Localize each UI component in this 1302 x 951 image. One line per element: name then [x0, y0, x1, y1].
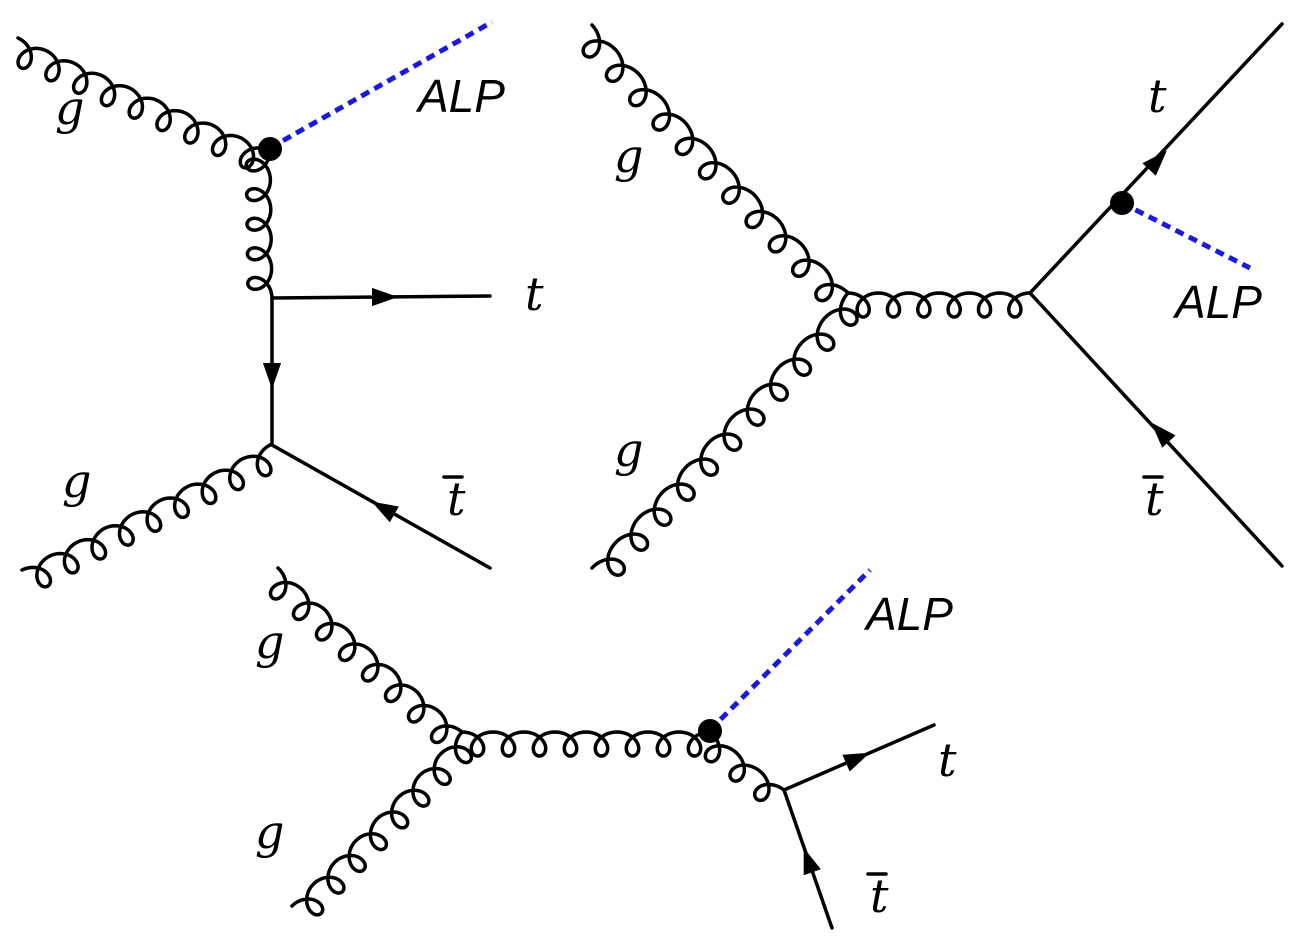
d3-top-label: t: [938, 733, 957, 787]
d1-top-arrow: [372, 287, 398, 307]
d3-gluon-bottom-line: [290, 730, 474, 917]
d2-gluon-top-label: g: [614, 129, 643, 183]
d2-gluon-bottom-line: [590, 291, 859, 577]
d1-alp-label: ALP: [415, 70, 505, 122]
d2-top-label: t: [1148, 69, 1167, 123]
d3-gluon-schannel-line: [460, 730, 712, 758]
d2-alp-label: ALP: [1172, 276, 1262, 328]
d2-gluon-top-line: [581, 23, 850, 303]
d1-antitop-arrow: [371, 501, 399, 523]
d2-gluon-schannel-line: [846, 291, 1032, 319]
d1-gluon-bottom-label: g: [62, 454, 91, 508]
d3-gluon-top-line: [268, 566, 464, 745]
d3-vertex: [698, 719, 722, 743]
d2-antitop-arrow: [1151, 422, 1176, 448]
d3-antitop-arrow: [803, 847, 821, 876]
d3-alp-line: [708, 568, 872, 732]
d2-gluon-bottom-label: g: [614, 423, 643, 477]
d2-top-arrow: [1142, 150, 1167, 176]
d2-antitop-label: t: [1145, 472, 1164, 526]
d2-alp-line: [1120, 200, 1252, 271]
d1-antitop-label: t: [447, 472, 466, 526]
d3-alp-label: ALP: [863, 588, 953, 640]
d1-gluon-bottom-line: [20, 443, 273, 589]
d1-gluon-tchannel-line: [244, 148, 274, 300]
d2-vertex: [1110, 191, 1134, 215]
d1-vertex: [258, 137, 282, 161]
d1-propagator-arrow: [262, 363, 282, 389]
d3-antitop-label: t: [870, 869, 889, 923]
d1-alp-line: [268, 19, 494, 151]
d3-gluon-top-label: g: [255, 615, 284, 669]
d3-gluon-offshell-line: [703, 730, 786, 803]
d3-top-arrow: [842, 752, 870, 772]
d1-gluon-top-label: g: [55, 81, 84, 135]
d3-gluon-bottom-label: g: [255, 805, 284, 859]
d1-top-label: t: [525, 267, 544, 321]
d1-gluon-top-line: [16, 36, 270, 170]
